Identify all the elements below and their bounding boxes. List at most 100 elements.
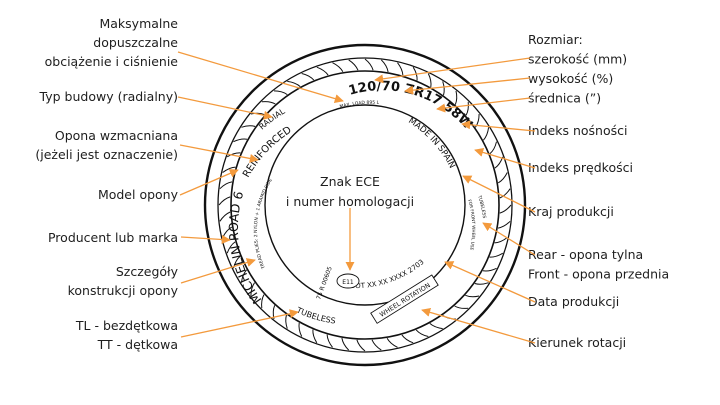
tread-groove xyxy=(497,172,508,184)
arrow-country xyxy=(462,175,536,213)
arrow-diameter xyxy=(436,97,531,113)
tread-groove xyxy=(429,323,443,330)
tread-groove xyxy=(474,113,480,128)
left-label-6-line-0: TL - bezdętkowa xyxy=(75,318,178,333)
center-label-line2: i numer homologacji xyxy=(286,194,414,209)
ece-code: E11 xyxy=(342,279,354,286)
tread-groove xyxy=(219,211,231,222)
tread-groove xyxy=(287,80,301,87)
tire-sidewall-outer xyxy=(230,70,500,340)
left-label-2-line-0: Opona wzmacniana xyxy=(55,128,178,143)
arrow-speed-index xyxy=(474,147,536,169)
tread-groove xyxy=(415,329,429,337)
left-label-1-line-0: Typ budowy (radialny) xyxy=(39,89,178,104)
tread-groove xyxy=(285,314,288,329)
right-label-1-line-0: Indeks nośności xyxy=(528,123,627,138)
arrow-date xyxy=(444,261,536,303)
tread-groove xyxy=(341,337,350,351)
arrow-model xyxy=(179,169,239,196)
tread-groove xyxy=(489,252,504,258)
right-label-0-line-0: Rozmiar: xyxy=(528,32,583,47)
arrow-construction xyxy=(180,258,256,284)
tread-groove xyxy=(499,204,512,214)
tread-groove xyxy=(222,166,236,173)
tread-groove xyxy=(332,62,344,73)
tread-groove xyxy=(348,59,359,71)
tread-groove xyxy=(241,125,256,128)
tread-groove xyxy=(454,90,458,105)
tire-tubeless-right-marking: TUBELESS xyxy=(476,194,487,219)
right-label-4-line-1: Front - opona przednia xyxy=(528,267,669,282)
arrow-brand xyxy=(180,234,231,245)
center-label-line1: Znak ECE xyxy=(320,174,380,189)
tread-groove xyxy=(218,196,231,206)
tread-groove xyxy=(326,334,333,348)
tire-tread-edge xyxy=(217,57,513,353)
tread-groove xyxy=(494,237,508,244)
tire-rim-edge xyxy=(264,104,466,306)
tread-groove xyxy=(312,329,318,344)
tread-groove xyxy=(474,282,489,285)
right-label-4-line-0: Rear - opona tylna xyxy=(528,247,643,262)
right-label-0-line-3: średnica (”) xyxy=(528,91,601,106)
right-label-0-line-2: wysokość (%) xyxy=(528,71,613,86)
tire-outer-edge xyxy=(203,43,527,367)
right-labels: Rozmiar: szerokość (mm) wysokość (%) średni… xyxy=(528,32,669,350)
left-label-0-line-2: obciążenie i ciśnienie xyxy=(45,54,179,69)
arrow-max-load xyxy=(177,51,344,104)
arrow-rotation xyxy=(421,307,536,344)
arrow-reinforced xyxy=(179,144,259,163)
tread-groove xyxy=(226,241,236,254)
tread-groove xyxy=(356,339,366,352)
tread-groove xyxy=(499,188,511,199)
tread-groove xyxy=(364,58,374,71)
left-label-4-line-0: Producent lub marka xyxy=(48,230,178,245)
tread-groove xyxy=(465,294,480,298)
tread-groove xyxy=(483,127,490,141)
tread-groove xyxy=(489,141,497,155)
left-label-5-line-1: konstrukcji opony xyxy=(68,283,179,298)
tread-groove xyxy=(380,59,389,73)
tread-groove xyxy=(442,81,445,96)
tread-groove xyxy=(371,339,382,351)
right-label-3-line-0: Kraj produkcji xyxy=(528,204,614,219)
left-label-2-line-1: (jeżeli jest oznaczenie) xyxy=(35,147,178,162)
left-label-6-line-1: TT - dętkowa xyxy=(97,337,178,352)
tread-groove xyxy=(298,322,303,337)
tread-groove xyxy=(261,294,265,309)
tread-groove xyxy=(226,152,241,158)
tread-groove xyxy=(465,101,469,116)
right-label-0-line-1: szerokość (mm) xyxy=(528,52,627,67)
tread-groove xyxy=(316,66,329,76)
tread-groove xyxy=(273,90,288,96)
callout-arrows xyxy=(177,51,536,344)
tread-groove xyxy=(261,101,276,105)
right-label-6-line-0: Kierunek rotacji xyxy=(528,335,626,350)
arrow-height xyxy=(404,77,531,95)
tread-groove xyxy=(497,220,511,229)
arrow-front-rear xyxy=(482,222,536,256)
left-label-5-line-0: Szczegóły xyxy=(116,264,179,279)
tread-groove xyxy=(250,282,256,297)
wheel-rotation-frame xyxy=(370,274,439,324)
arrow-width xyxy=(374,57,531,84)
tread-groove xyxy=(427,73,432,88)
tread-groove xyxy=(233,138,248,143)
right-label-5-line-0: Data produkcji xyxy=(528,294,619,309)
tread-groove xyxy=(482,267,497,272)
arrow-radial xyxy=(177,96,273,120)
tread-groove xyxy=(219,181,233,190)
left-label-0-line-1: dopuszczalne xyxy=(93,35,178,50)
tread-groove xyxy=(301,73,315,81)
arrow-load-index xyxy=(461,120,536,132)
left-label-3-line-0: Model opony xyxy=(98,187,179,202)
tread-groove xyxy=(401,334,414,344)
right-label-2-line-0: Indeks prędkości xyxy=(528,160,633,175)
ece-circle xyxy=(336,273,360,289)
tread-groove xyxy=(386,337,398,348)
arrow-tubeless xyxy=(180,309,299,338)
tread-groove xyxy=(397,62,404,76)
tread-groove xyxy=(454,305,469,309)
